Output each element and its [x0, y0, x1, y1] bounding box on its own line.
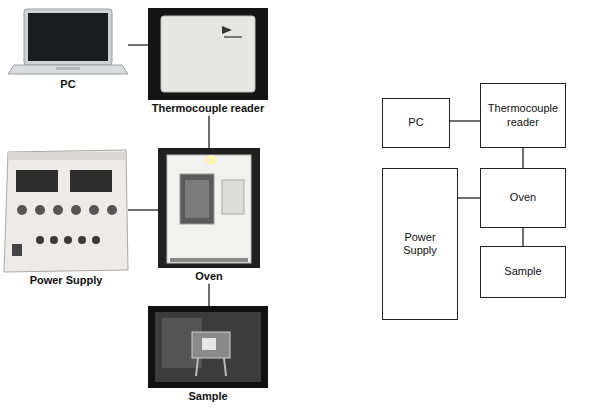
- box-label: Power Supply: [387, 231, 453, 257]
- process-box: Sample: [480, 246, 566, 298]
- photo-panel: Oven: [158, 148, 260, 284]
- connector-line: [450, 120, 480, 121]
- connector-line: [208, 116, 209, 148]
- process-box: Power Supply: [382, 168, 458, 320]
- box-label: Oven: [510, 191, 536, 204]
- photo-caption: Oven: [158, 268, 260, 284]
- connector-line: [458, 197, 480, 198]
- photo-panel: Thermocouple reader: [148, 8, 268, 116]
- box-label: PC: [408, 116, 423, 129]
- process-box: PC: [382, 98, 450, 148]
- photo-panel: PC: [8, 8, 128, 92]
- photo-panel: Sample: [148, 306, 268, 404]
- oven-picture: [158, 148, 260, 268]
- photo-panel: Power Supply: [4, 148, 128, 288]
- photo-caption: Power Supply: [4, 272, 128, 288]
- photo-area: [8, 8, 128, 76]
- photo-area: [4, 148, 128, 272]
- photo-caption: Sample: [148, 388, 268, 404]
- box-label: Thermocouple reader: [485, 102, 561, 128]
- power-supply-picture: [4, 150, 128, 272]
- thermocouple-reader-picture: [148, 8, 268, 100]
- connector-line: [128, 44, 148, 45]
- connector-line: [208, 284, 209, 306]
- laptop-picture: [8, 9, 128, 74]
- photo-caption: PC: [8, 76, 128, 92]
- photo-area: [158, 148, 260, 268]
- photo-caption: Thermocouple reader: [148, 100, 268, 116]
- process-box: Thermocouple reader: [480, 83, 566, 148]
- box-label: Sample: [504, 265, 541, 278]
- connector-line: [522, 228, 523, 246]
- photo-area: [148, 8, 268, 100]
- sample-picture: [148, 306, 268, 388]
- connector-line: [522, 148, 523, 168]
- connector-line: [128, 209, 158, 210]
- photo-area: [148, 306, 268, 388]
- process-box: Oven: [480, 168, 566, 228]
